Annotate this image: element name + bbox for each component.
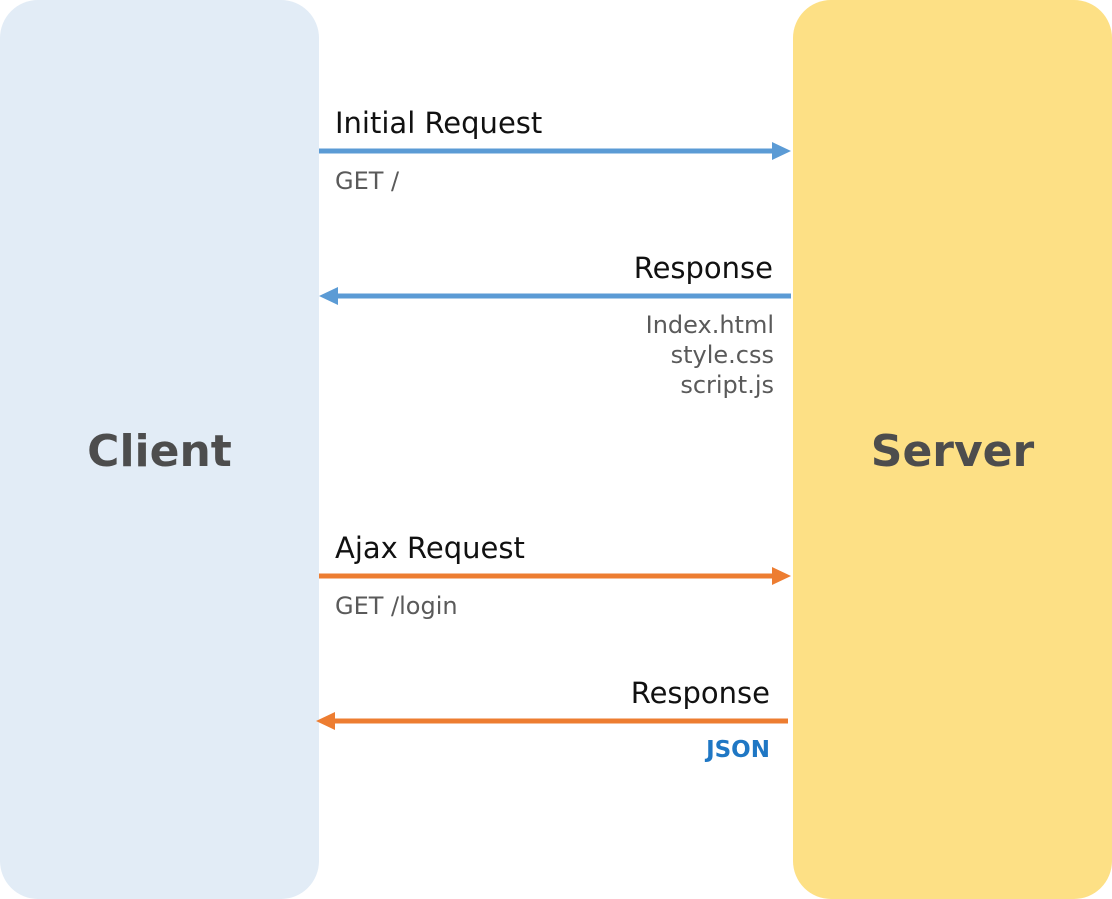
- response-2-label: Response: [630, 676, 770, 710]
- arrow-response-1: [319, 287, 791, 305]
- response-1-detail-index: Index.html: [645, 311, 774, 339]
- initial-request-label: Initial Request: [335, 106, 543, 140]
- response-1-detail-script: script.js: [680, 371, 774, 399]
- initial-request-detail: GET /: [335, 167, 400, 195]
- arrow-initial-request: [319, 142, 791, 160]
- server-label: Server: [870, 426, 1035, 477]
- client-label: Client: [87, 426, 232, 477]
- ajax-request-label: Ajax Request: [335, 531, 525, 565]
- ajax-request-detail: GET /login: [335, 592, 458, 620]
- response-1-detail-style: style.css: [670, 341, 774, 369]
- response-1-label: Response: [633, 251, 773, 285]
- server-panel: Server: [793, 0, 1112, 899]
- arrow-ajax-request: [319, 567, 791, 585]
- client-panel: Client: [0, 0, 319, 899]
- arrow-response-2: [316, 712, 788, 730]
- response-2-detail-json: JSON: [706, 737, 770, 763]
